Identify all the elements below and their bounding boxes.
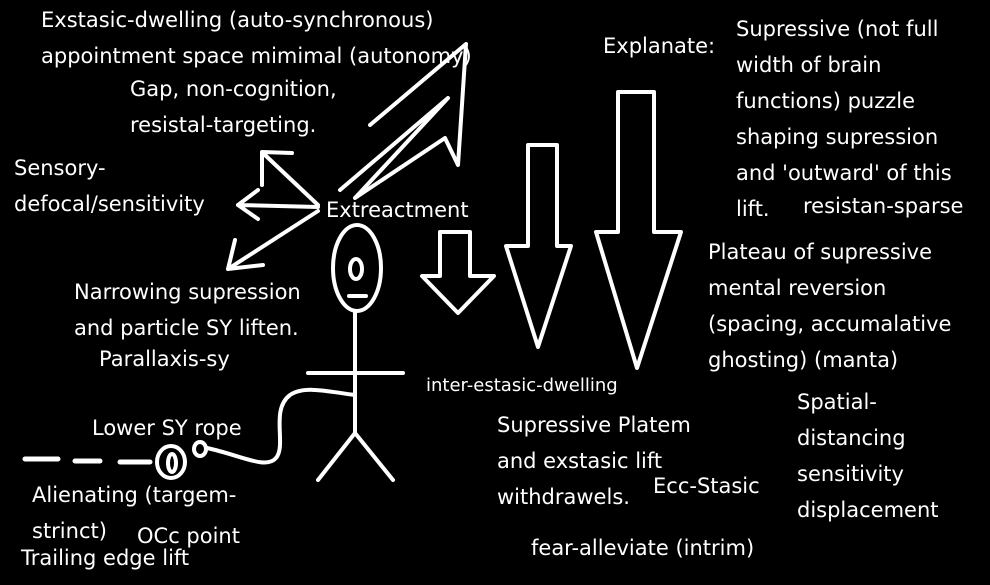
arrow-down-left: [228, 211, 318, 269]
small-down-arrow: [422, 232, 494, 313]
large-down-arrow: [596, 92, 681, 368]
label-fear-alleviate: fear-alleviate (intrim): [531, 530, 754, 566]
figure-head: [333, 225, 381, 311]
occ-point-inner: [168, 454, 176, 472]
label-exstasic-dwelling: Exstasic-dwelling (auto-synchronous) app…: [41, 2, 472, 74]
label-sensory-defocal: Sensory- defocal/sensitivity: [14, 150, 205, 222]
label-trailing-edge-lift: Trailing edge lift: [21, 540, 189, 576]
figure-eye: [350, 259, 362, 279]
trailing-dashed-line: [25, 459, 150, 462]
label-explanate: Explanate:: [603, 28, 715, 64]
label-ecc-stasic: Ecc-Stasic: [653, 468, 760, 504]
figure-legs: [318, 433, 393, 480]
label-narrowing-supression: Narrowing supression and particle SY lif…: [74, 274, 301, 346]
label-spatial-distancing: Spatial- distancing sensitivity displace…: [797, 384, 939, 528]
label-inter-estasic-dwelling: inter-estasic-dwelling: [426, 374, 618, 398]
label-lower-sy-rope: Lower SY rope: [92, 410, 242, 446]
label-parallaxis-sy: Parallaxis-sy: [99, 341, 230, 377]
label-extreactment: Extreactment: [326, 192, 469, 228]
label-gap-non-cognition: Gap, non-cognition, resistal-targeting.: [130, 71, 337, 143]
label-plateau: Plateau of supressive mental reversion (…: [708, 234, 951, 378]
label-resistan-sparse: resistan-sparse: [803, 188, 963, 224]
arrow-up-left: [262, 152, 318, 205]
medium-down-arrow: [506, 145, 571, 347]
